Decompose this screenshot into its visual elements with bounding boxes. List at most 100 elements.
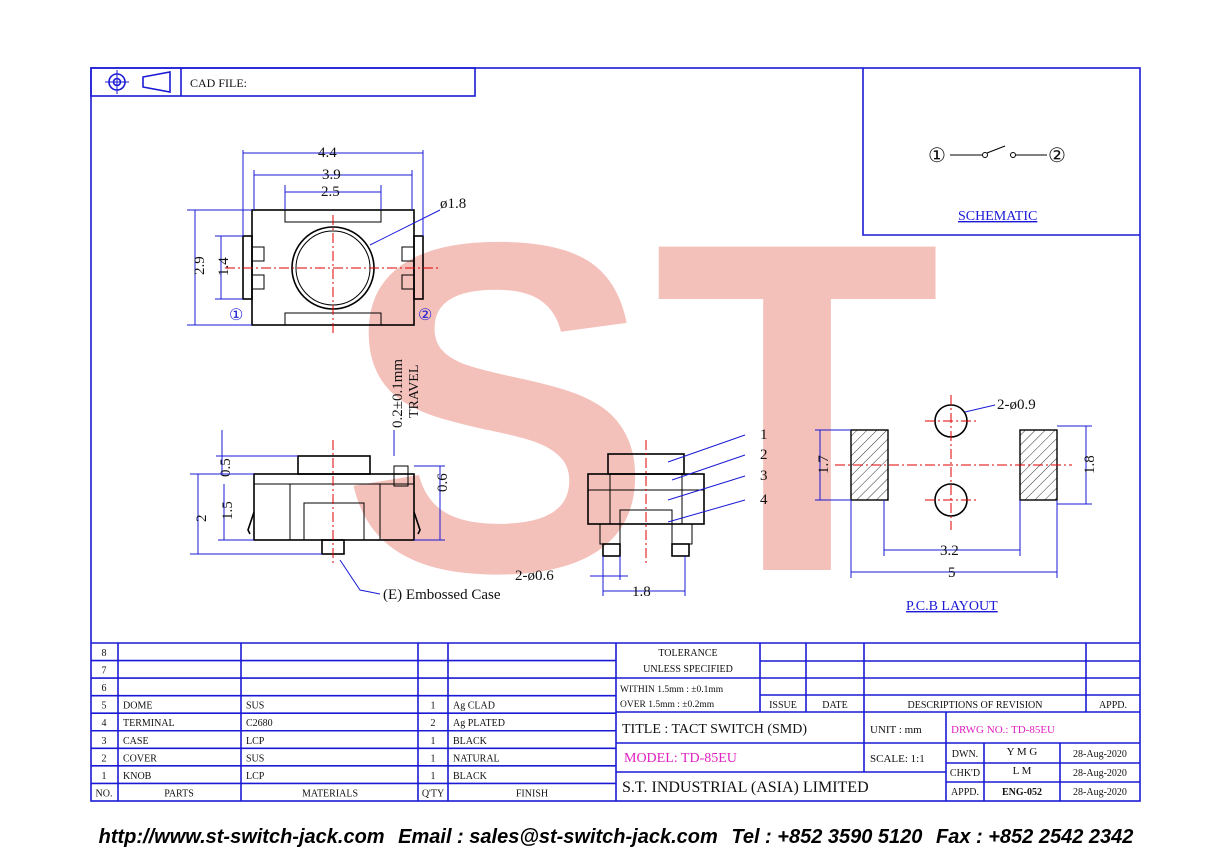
contact-footer: http://www.st-switch-jack.com Email : sa… bbox=[0, 826, 1232, 849]
travel-dim: 0.2±0.1mm bbox=[390, 359, 406, 428]
title-block: TOLERANCE UNLESS SPECIFIED WITHIN 1.5mm … bbox=[616, 643, 1140, 801]
title-text: TITLE : TACT SWITCH (SMD) bbox=[622, 722, 807, 737]
bom-header-finish: FINISH bbox=[516, 788, 548, 799]
scale-text: SCALE: 1:1 bbox=[870, 753, 925, 765]
tolerance-over: OVER 1.5mm : ±0.2mm bbox=[620, 700, 715, 710]
side-view: 0.5 1.5 2 0.2±0.1mm TRAVEL 0.6 (E) Embos… bbox=[190, 359, 501, 603]
embossed-label: (E) Embossed Case bbox=[383, 587, 501, 603]
tolerance-within: WITHIN 1.5mm : ±0.1mm bbox=[620, 685, 724, 695]
bom-cell-qty: 1 bbox=[431, 753, 436, 764]
dwn-date: 28-Aug-2020 bbox=[1073, 749, 1127, 760]
callout-3: 3 bbox=[760, 468, 768, 484]
bom-cell-qty: 1 bbox=[431, 701, 436, 712]
chk-label: CHK'D bbox=[950, 768, 980, 779]
dim-height: 2.9 bbox=[192, 256, 208, 275]
dim-pin-pitch: 1.8 bbox=[632, 584, 651, 600]
dim-total-width: 4.4 bbox=[318, 145, 337, 161]
footer-fax: Fax : +852 2542 2342 bbox=[935, 826, 1134, 848]
dwn-label: DWN. bbox=[952, 749, 978, 760]
dim-pins: 2-ø0.6 bbox=[515, 568, 554, 584]
schematic-label: SCHEMATIC bbox=[958, 209, 1037, 224]
rev-appd: APPD. bbox=[1099, 700, 1127, 711]
bom-cell-finish: BLACK bbox=[453, 771, 488, 782]
watermark-text: ST bbox=[340, 145, 941, 670]
bom-cell-no: 6 bbox=[102, 683, 107, 694]
unit-text: UNIT : mm bbox=[870, 724, 922, 736]
dim-inner-width: 3.9 bbox=[322, 167, 341, 183]
bom-cell-no: 2 bbox=[102, 753, 107, 764]
top-view: 4.4 3.9 2.5 ø1.8 2.9 1.4 ① ② bbox=[187, 145, 466, 335]
travel-label: TRAVEL bbox=[407, 365, 422, 418]
footer-url[interactable]: http://www.st-switch-jack.com bbox=[98, 826, 385, 848]
chk-date: 28-Aug-2020 bbox=[1073, 768, 1127, 779]
bom-cell-part: COVER bbox=[123, 753, 157, 764]
dim-18: 1.8 bbox=[1082, 455, 1098, 474]
dim-15: 1.5 bbox=[220, 501, 236, 520]
footer-email[interactable]: Email : sales@st-switch-jack.com bbox=[398, 826, 718, 848]
bom-cell-no: 8 bbox=[102, 648, 107, 659]
bom-cell-part: TERMINAL bbox=[123, 718, 175, 729]
bom-cell-material: LCP bbox=[246, 736, 265, 747]
schematic-pin2: ② bbox=[1048, 145, 1066, 167]
bom-header-no: NO. bbox=[96, 788, 113, 799]
dim-32: 3.2 bbox=[940, 543, 959, 559]
appd-label: APPD. bbox=[951, 787, 979, 798]
bom-cell-finish: Ag PLATED bbox=[453, 718, 505, 729]
projection-cone-icon bbox=[142, 71, 171, 93]
bom-cell-finish: NATURAL bbox=[453, 753, 500, 764]
rev-issue: ISSUE bbox=[769, 700, 797, 711]
st-watermark: ST bbox=[340, 145, 941, 670]
bom-cell-qty: 1 bbox=[431, 771, 436, 782]
dim-2: 2 bbox=[194, 515, 210, 523]
drwg-number: DRWG NO.: TD-85EU bbox=[951, 724, 1055, 736]
bom-cell-part: DOME bbox=[123, 701, 152, 712]
schematic: ① ② SCHEMATIC bbox=[862, 68, 1140, 236]
bom-cell-material: SUS bbox=[246, 701, 264, 712]
dim-05: 0.5 bbox=[218, 458, 234, 477]
bom-cell-no: 3 bbox=[102, 736, 107, 747]
bom-cell-finish: BLACK bbox=[453, 736, 488, 747]
footer-tel: Tel : +852 3590 5120 bbox=[731, 826, 923, 848]
bom-header-material: MATERIALS bbox=[302, 788, 358, 799]
bom-cell-no: 7 bbox=[102, 666, 107, 677]
section-view: 1 2 3 4 2-ø0.6 1.8 bbox=[515, 427, 768, 600]
bom-cell-part: KNOB bbox=[123, 771, 152, 782]
bom-cell-qty: 1 bbox=[431, 736, 436, 747]
bom-cell-no: 5 bbox=[102, 701, 107, 712]
top-pin2: ② bbox=[418, 307, 432, 324]
model-text: MODEL: TD-85EU bbox=[624, 751, 737, 766]
schematic-pin1: ① bbox=[928, 145, 946, 167]
rev-date: DATE bbox=[822, 700, 848, 711]
appd-date: 28-Aug-2020 bbox=[1073, 787, 1127, 798]
rev-desc: DESCRIPTIONS OF REVISION bbox=[907, 700, 1042, 711]
company-name: S.T. INDUSTRIAL (ASIA) LIMITED bbox=[622, 779, 869, 796]
top-pin1: ① bbox=[229, 307, 243, 324]
tolerance-sub: UNLESS SPECIFIED bbox=[643, 664, 733, 675]
cad-file-label: CAD FILE: bbox=[190, 76, 247, 90]
bom-cell-no: 1 bbox=[102, 771, 107, 782]
tolerance-title: TOLERANCE bbox=[658, 648, 717, 659]
callout-4: 4 bbox=[760, 492, 768, 508]
bom-cell-qty: 2 bbox=[431, 718, 436, 729]
bom-header-part: PARTS bbox=[164, 788, 194, 799]
pcb-layout: 2-ø0.9 1.7 1.8 3.2 5 P.C.B LAYOUT bbox=[815, 395, 1098, 614]
dim-17: 1.7 bbox=[816, 455, 832, 474]
dwn-name: Y M G bbox=[1007, 746, 1038, 758]
dim-diameter: ø1.8 bbox=[440, 196, 466, 212]
bom-cell-material: SUS bbox=[246, 753, 264, 764]
appd-name: ENG-052 bbox=[1002, 787, 1042, 798]
bom-cell-no: 4 bbox=[102, 718, 107, 729]
chk-name: L M bbox=[1013, 765, 1032, 777]
bom-cell-part: CASE bbox=[123, 736, 149, 747]
pcb-label: P.C.B LAYOUT bbox=[906, 599, 998, 614]
cad-header: CAD FILE: bbox=[90, 67, 476, 97]
bom-header-qty: Q'TY bbox=[422, 788, 444, 799]
dim-inner-height: 1.4 bbox=[216, 257, 232, 276]
dim-holes: 2-ø0.9 bbox=[997, 397, 1036, 413]
dim-06: 0.6 bbox=[435, 473, 451, 492]
bom-cell-material: LCP bbox=[246, 771, 265, 782]
callout-2: 2 bbox=[760, 447, 768, 463]
callout-1: 1 bbox=[760, 427, 768, 443]
bom-cell-material: C2680 bbox=[246, 718, 273, 729]
